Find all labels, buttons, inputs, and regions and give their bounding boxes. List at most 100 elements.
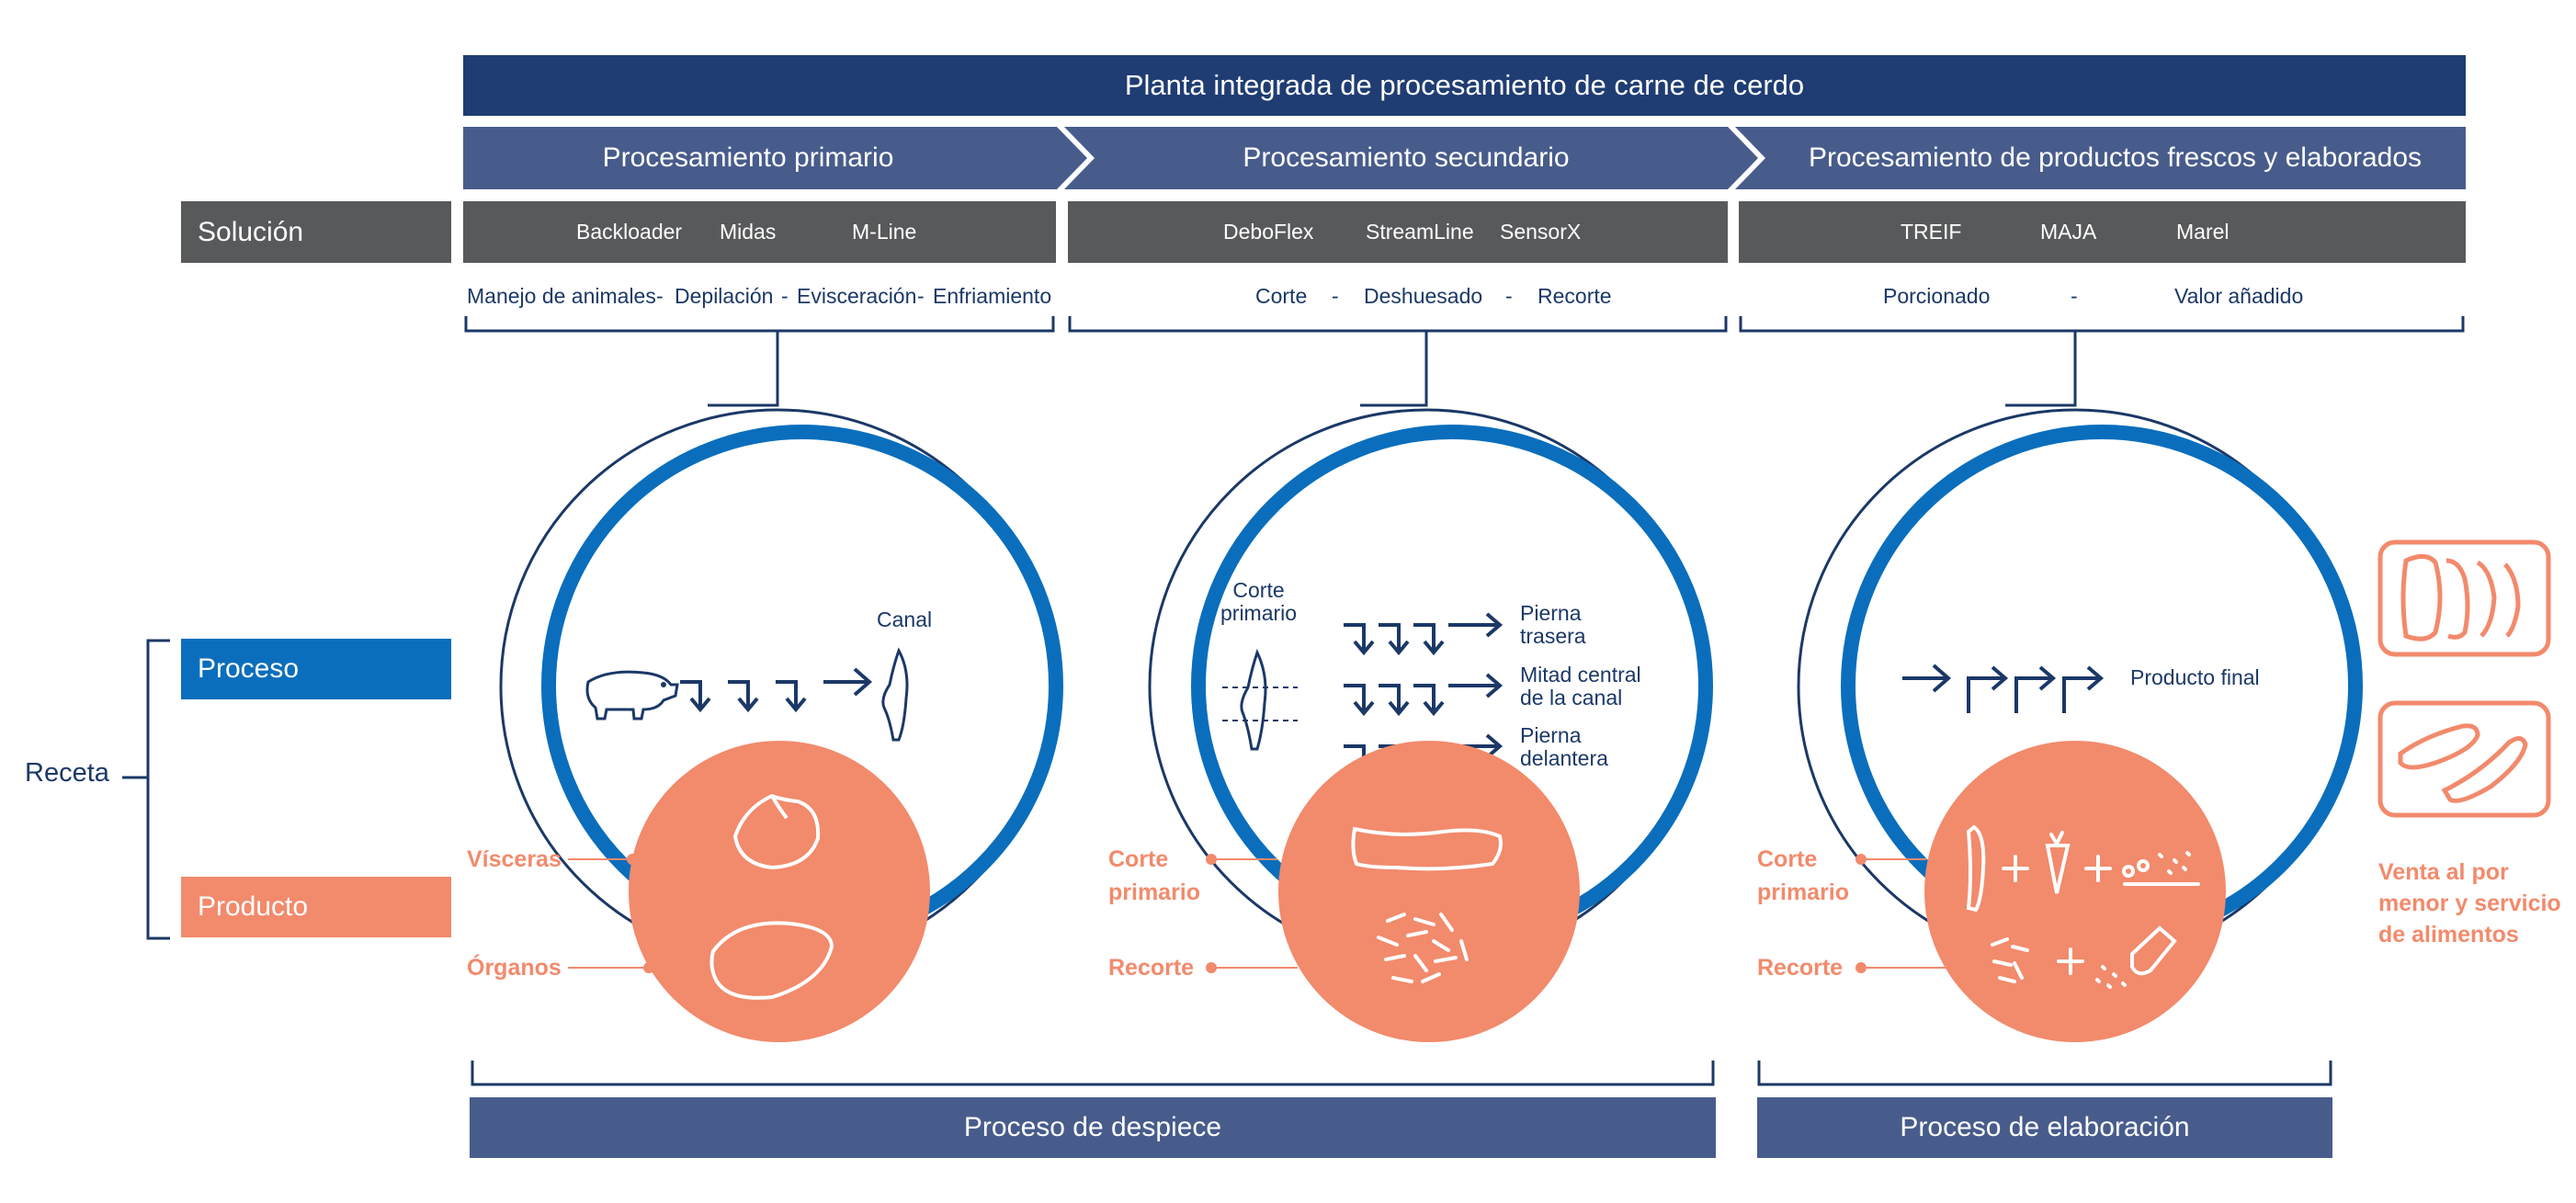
viscera-icon: [732, 793, 821, 870]
primal-product-label-3: Corte primario: [1757, 843, 1849, 909]
diagram-primary: [499, 408, 1063, 1042]
stage-primary-label: Procesamiento primario: [463, 127, 1033, 189]
solution-deboflex: DeboFlex: [1223, 220, 1314, 244]
process-row-label: Proceso: [181, 639, 451, 699]
step-enfriamiento: Enfriamiento: [933, 284, 1052, 308]
product-circle-2: [1278, 741, 1580, 1042]
stage-processing-text: Procesamiento de productos frescos y ela…: [1808, 142, 2423, 173]
retail-line2: menor y servicio: [2378, 891, 2561, 916]
step-sep: -: [2071, 284, 2078, 308]
stage-chevron-secondary: [1064, 127, 1758, 189]
stage-processing-label: Procesamiento de productos frescos y ela…: [1765, 127, 2466, 189]
primal-input-line2: primario: [1220, 601, 1298, 625]
product-circle-1: [629, 741, 930, 1042]
recipe-label: Receta: [25, 758, 109, 788]
arrow-row-2: [1342, 673, 1504, 715]
solution-box-3: [1739, 201, 2466, 263]
process-label-text: Proceso: [198, 653, 300, 684]
solution-maja: MAJA: [2040, 220, 2097, 244]
product-row-label: Producto: [181, 877, 451, 937]
pig-icon: [585, 670, 679, 721]
output-middle-line1: Mitad central: [1520, 663, 1641, 687]
solution-label-text: Solución: [198, 216, 304, 247]
diagram-processing: [1797, 408, 2363, 1042]
trim-product-label: Recorte: [1108, 955, 1195, 981]
trim-product-label-3: Recorte: [1757, 955, 1844, 981]
output-front-leg-line2: delantera: [1520, 746, 1608, 770]
footer-brackets: [471, 1061, 2332, 1086]
product-leaders-1: [568, 854, 654, 973]
output-middle: Mitad central de la canal: [1520, 664, 1641, 709]
organ-icon: [709, 921, 834, 1000]
solution-box-2: [1068, 201, 1728, 263]
primal-product-line1: Corte: [1108, 846, 1169, 872]
stage-chevron-processing: [1735, 127, 2466, 189]
step-valor-anadido: Valor añadido: [2174, 284, 2304, 308]
output-middle-line2: de la canal: [1520, 686, 1623, 709]
canal-label: Canal: [877, 607, 933, 631]
retail-sausage-icon: [2377, 700, 2551, 818]
footer-cutting-text: Proceso de despiece: [963, 1112, 1222, 1142]
solution-sensorx: SensorX: [1500, 220, 1582, 244]
primal-input-label: Corte primario: [1220, 579, 1297, 625]
step-evisceracion: Evisceración: [797, 284, 917, 308]
solution-backloader: Backloader: [576, 220, 683, 244]
retail-label: Venta al por menor y servicio de aliment…: [2378, 857, 2561, 950]
stage-chevron-primary: [463, 127, 1087, 189]
step-depilacion: Depilación: [675, 284, 774, 308]
final-product-label: Producto final: [2130, 665, 2260, 689]
product-leaders-3: [1855, 854, 1946, 973]
output-rear-leg-line1: Pierna: [1520, 601, 1582, 625]
step-sep: -: [917, 284, 925, 308]
right-arrow-icon: [823, 667, 873, 697]
step-manejo: Manejo de animales: [467, 284, 656, 308]
step-sep: -: [781, 284, 789, 308]
output-front-leg-line1: Pierna: [1520, 723, 1582, 747]
primal-product-label: Corte primario: [1108, 843, 1200, 909]
product-leaders-2: [1206, 854, 1298, 973]
solution-box-1: [463, 201, 1056, 263]
solution-mline: M-Line: [852, 220, 917, 244]
retail-tray-icon: [2377, 539, 2551, 657]
output-rear-leg-line2: trasera: [1520, 624, 1586, 648]
solution-treif: TREIF: [1901, 220, 1962, 244]
arrow-row-1: [1342, 612, 1504, 654]
stage-secondary-text: Procesamiento secundario: [1243, 142, 1570, 173]
primal-product-line2: primario: [1108, 880, 1201, 905]
solution-midas: Midas: [720, 220, 777, 244]
footer-processing-text: Proceso de elaboración: [1900, 1112, 2190, 1142]
stage-secondary-label: Procesamiento secundario: [1094, 127, 1719, 189]
product-label-text: Producto: [198, 891, 309, 922]
primal-cut-icon: [1351, 826, 1503, 871]
footer-processing-bar: Proceso de elaboración: [1757, 1097, 2332, 1158]
diagram-secondary: [1148, 408, 1713, 1042]
step-brackets: [464, 316, 2465, 407]
primal-product3-line2: primario: [1757, 880, 1850, 905]
product-circle-3: [1924, 741, 2226, 1042]
step-corte: Corte: [1255, 284, 1308, 308]
primal-product3-line1: Corte: [1757, 846, 1818, 872]
step-porcionado: Porcionado: [1883, 284, 1991, 308]
retail-line1: Venta al por: [2378, 859, 2509, 885]
arrow-right-icon: [1902, 664, 1952, 693]
organs-label: Órganos: [467, 955, 562, 981]
solution-row-label: Solución: [181, 201, 451, 263]
primal-input-line1: Corte: [1232, 578, 1285, 602]
step-deshuesado: Deshuesado: [1364, 284, 1483, 308]
plant-title: Planta integrada de procesamiento de car…: [1124, 69, 1805, 101]
step-sep: -: [656, 284, 664, 308]
recipe-icons: [1966, 824, 2200, 989]
output-front-leg: Pierna delantera: [1520, 724, 1608, 770]
solution-streamline: StreamLine: [1366, 220, 1474, 244]
primal-carcass-icon: [1240, 649, 1267, 751]
plant-title-bar: Planta integrada de procesamiento de car…: [463, 55, 2466, 116]
turn-arrows: [1967, 665, 2105, 713]
cut-lines: [1222, 687, 1298, 721]
carcass-icon: [881, 647, 909, 742]
output-rear-leg: Pierna trasera: [1520, 602, 1586, 648]
stage-primary-text: Procesamiento primario: [602, 142, 894, 173]
retail-line3: de alimentos: [2378, 922, 2519, 948]
solution-marel: Marel: [2176, 220, 2230, 244]
trimmings-icon: [1377, 913, 1469, 983]
